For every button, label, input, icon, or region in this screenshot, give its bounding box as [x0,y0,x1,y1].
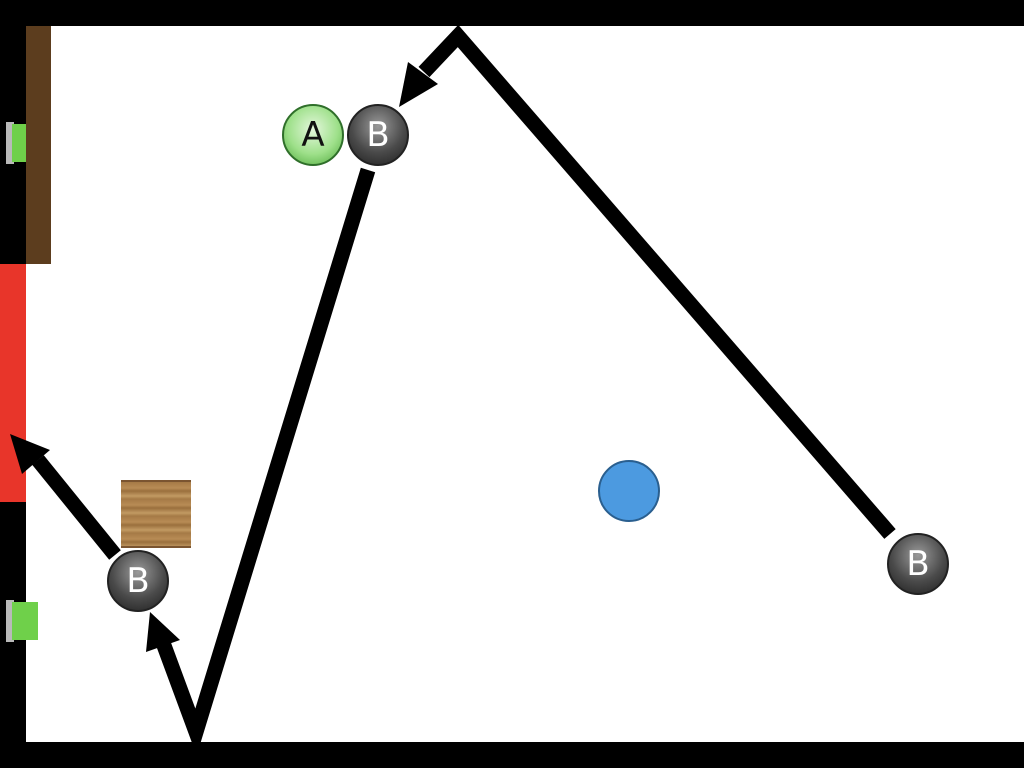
trajectory-zigzag [154,167,376,756]
trajectory-right [418,24,896,539]
ball-b-top[interactable]: B [347,104,409,166]
wooden-wall-strip [26,26,51,264]
bottom-wall [0,742,1024,768]
arrowhead-bottom-left [146,612,180,652]
lower-switch[interactable] [0,600,38,642]
ball-b-right[interactable]: B [887,533,949,595]
arrowhead-goal [10,434,50,474]
arrowhead-top [399,62,438,107]
switch-base [6,122,14,164]
trajectory-to-goal [32,455,121,560]
top-wall [0,0,1024,26]
ball-b-bottom-left[interactable]: B [107,550,169,612]
switch-knob [12,124,26,162]
ball-a[interactable]: A [282,104,344,166]
switch-knob [12,602,38,640]
blue-target-ball[interactable] [598,460,660,522]
switch-base [6,600,14,642]
upper-switch[interactable] [0,122,26,164]
wooden-crate-icon[interactable] [121,480,191,548]
